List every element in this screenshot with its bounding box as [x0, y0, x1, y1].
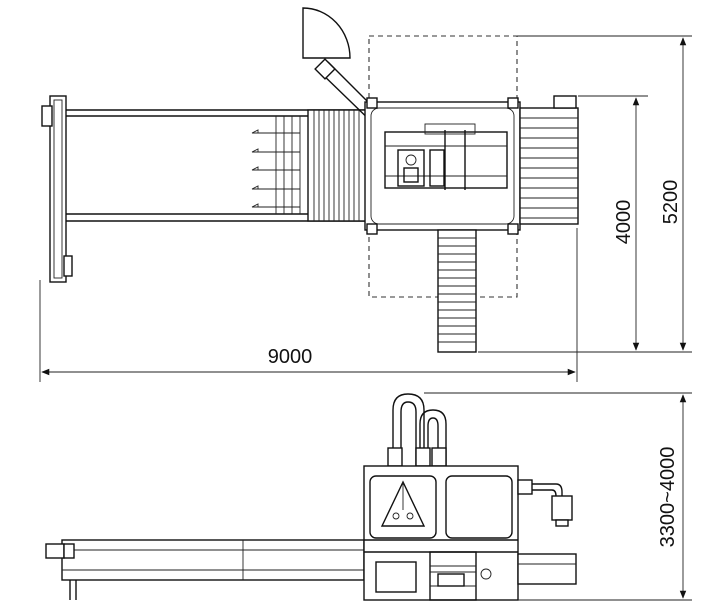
height-dimension: 3300~4000 — [424, 392, 692, 601]
side-infeed-bed — [45, 539, 365, 600]
height-label: 3300~4000 — [657, 447, 679, 548]
robot-arm — [302, 7, 389, 131]
left-end-frame — [41, 95, 73, 283]
depth-machine-label: 4000 — [613, 200, 635, 245]
front-conveyor — [437, 229, 477, 353]
outfeed-conveyor — [519, 95, 579, 225]
infeed-conveyor — [66, 109, 367, 222]
depth-overall-dimension: 5200 — [517, 35, 692, 353]
elevation-view: 3300~4000 — [45, 392, 692, 601]
side-outfeed — [517, 479, 577, 585]
width-label: 9000 — [268, 346, 313, 368]
plan-view: 9000 4000 5200 — [39, 7, 692, 382]
overhead-pipes — [387, 393, 447, 467]
width-dimension: 9000 — [39, 228, 578, 382]
side-machine-body — [363, 465, 519, 601]
depth-overall-label: 5200 — [660, 180, 682, 225]
depth-machine-dimension: 4000 — [478, 95, 648, 353]
main-machine — [364, 97, 521, 235]
